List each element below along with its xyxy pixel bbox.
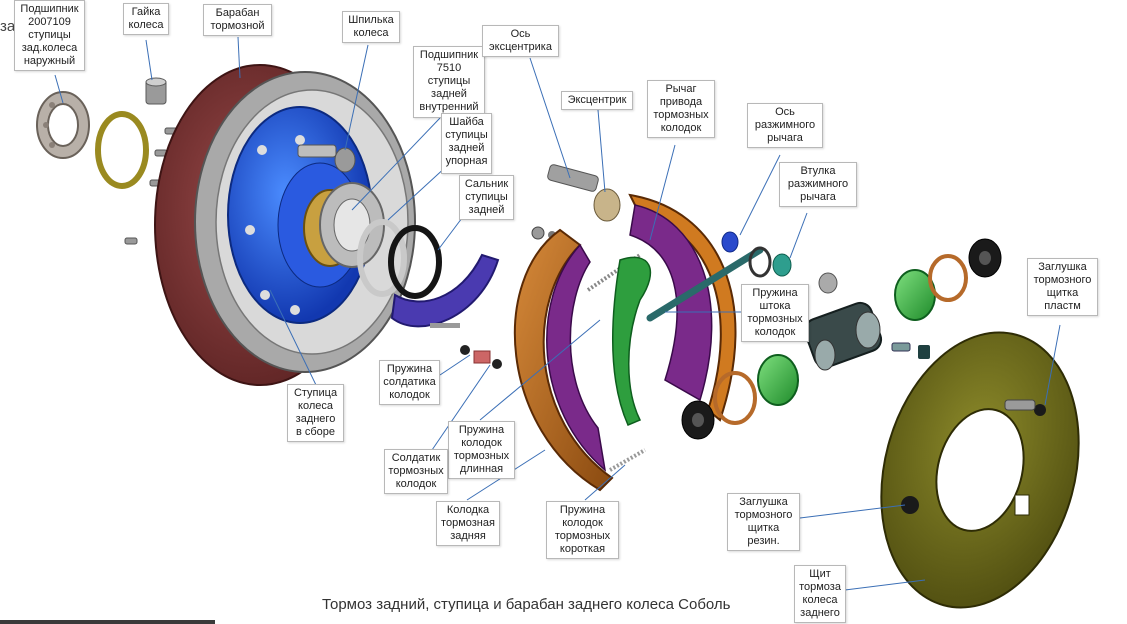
label-expander-bushing: Втулка разжимного рычага — [779, 162, 857, 207]
eccentric-axle-part — [547, 164, 599, 192]
short-spring-part — [609, 448, 646, 472]
label-inner-bearing: Подшипник 7510 ступицы задней внутренний — [413, 46, 485, 118]
label-thrust-washer: Шайба ступицы задней упорная — [441, 113, 492, 174]
second-shoe-part — [628, 193, 737, 422]
small-cap — [818, 272, 838, 294]
label-brake-shoe: Колодка тормозная задняя — [436, 501, 500, 546]
label-long-spring: Пружина колодок тормозных длинная — [448, 421, 515, 479]
label-brake-shield: Щит тормоза колеса заднего — [794, 565, 846, 623]
label-short-spring: Пружина колодок тормозных короткая — [546, 501, 619, 559]
label-outer-bearing: Подшипник 2007109 ступицы зад.колеса нар… — [14, 0, 85, 71]
label-expander-axle: Ось разжимного рычага — [747, 103, 823, 148]
shoe-pin — [430, 323, 460, 328]
label-wheel-stud: Шпилька колеса — [342, 11, 400, 43]
rod-part — [646, 246, 764, 322]
expander-axle-part — [721, 231, 739, 253]
expander-ring — [748, 246, 772, 278]
label-shoe-retainer: Солдатик тормозных колодок — [384, 449, 448, 494]
retainer-cup-2 — [492, 359, 502, 369]
label-plug-rubber: Заглушка тормозного щитка резин. — [727, 493, 800, 551]
piston-left — [757, 354, 799, 406]
label-drive-lever: Рычаг привода тормозных колодок — [647, 80, 715, 138]
brake-shield-part — [880, 331, 1080, 609]
brake-shoe-part — [513, 228, 614, 492]
label-wheel-nut: Гайка колеса — [123, 3, 169, 35]
retainer-cup-1 — [460, 345, 470, 355]
outer-bearing-part — [36, 91, 90, 159]
rubber-plug — [901, 496, 919, 514]
wheel-nut-part — [145, 77, 167, 105]
drive-lever-part — [611, 256, 651, 426]
eccentric-part — [593, 188, 621, 222]
label-rod-spring: Пружина штока тормозных колодок — [741, 284, 809, 342]
label-eccentric-axle: Ось эксцентрика — [482, 25, 559, 57]
leader-lines — [54, 36, 1061, 591]
expander-bushing-part — [772, 253, 792, 277]
label-brake-drum: Барабан тормозной — [203, 4, 272, 36]
drum-seal-ring — [95, 111, 149, 189]
bleeder-cap — [918, 345, 930, 359]
label-hub-seal: Сальник ступицы задней — [459, 175, 514, 220]
bleeder-screw — [891, 342, 911, 352]
bottom-scroll-indicator — [0, 620, 215, 624]
hub-seal-part — [388, 225, 442, 299]
spring-ring-right — [928, 254, 968, 302]
label-eccentric: Эксцентрик — [561, 91, 633, 110]
label-retainer-spring: Пружина солдатика колодок — [379, 360, 440, 405]
retainer-spring-part — [473, 350, 491, 364]
inner-bearing-part — [319, 182, 407, 297]
spring-ring-left — [713, 371, 757, 425]
label-plug-plastic: Заглушка тормозного щитка пластм — [1027, 258, 1098, 316]
wheel-stud-part — [297, 144, 356, 173]
diagram-caption: Тормоз задний, ступица и барабан заднего… — [322, 596, 731, 613]
shoe-carrier-part — [390, 253, 500, 328]
wheel-cylinder-part — [803, 301, 883, 371]
label-hub-assembly: Ступица колеса заднего в сборе — [287, 384, 344, 442]
small-nut — [531, 226, 545, 240]
